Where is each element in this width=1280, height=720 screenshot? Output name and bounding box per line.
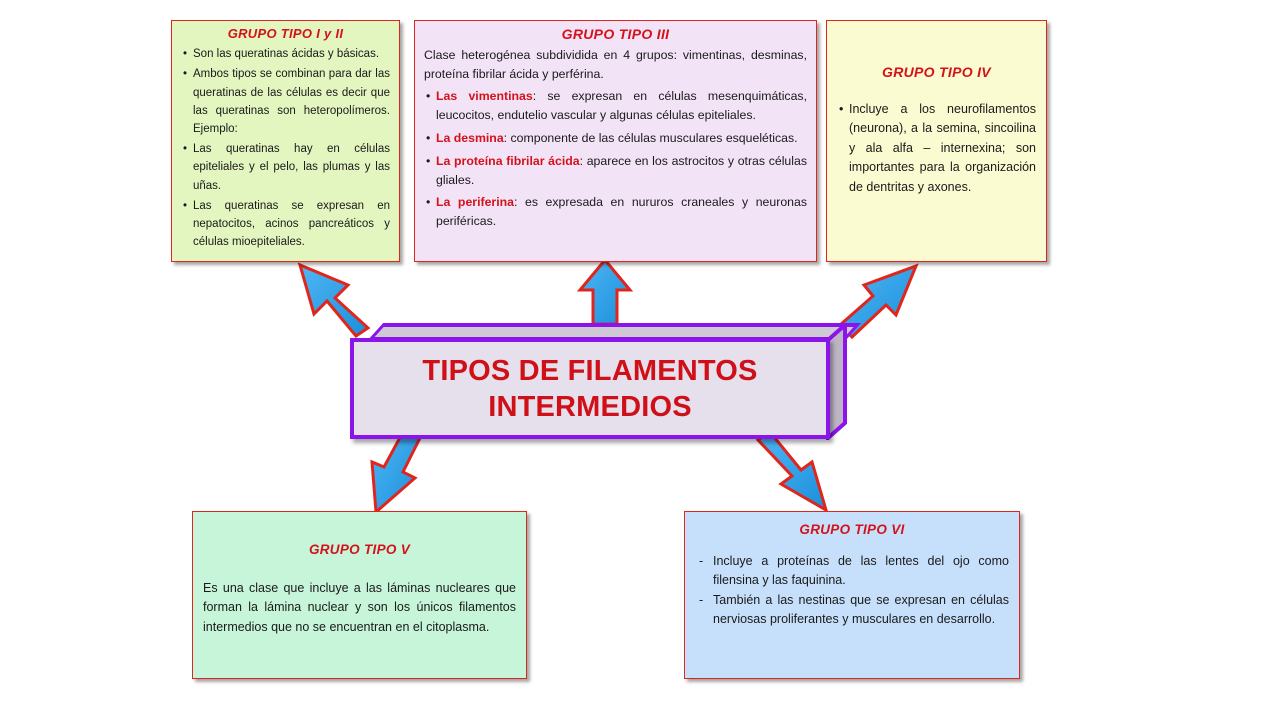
arrow-to-group-3 <box>576 257 634 326</box>
list-item-text: : se expresan en células mesenquimáticas… <box>436 89 807 123</box>
group-type-6-title: GRUPO TIPO VI <box>799 522 905 537</box>
center-title: TIPOS DE FILAMENTOS INTERMEDIOS <box>422 353 757 425</box>
list-item: Son las queratinas ácidas y básicas. <box>181 45 390 63</box>
arrow-to-group-4 <box>837 263 919 340</box>
group-type-1-2-title: GRUPO TIPO I y II <box>227 26 344 41</box>
list-item: Incluye a proteínas de las lentes del oj… <box>695 552 1009 591</box>
list-item: Ambos tipos se combinan para dar las que… <box>181 65 390 138</box>
list-item: La desmina: componente de las células mu… <box>424 129 807 148</box>
list-item: También a las nestinas que se expresan e… <box>695 591 1009 630</box>
group-type-4-list: Incluye a los neurofilamentos (neurona),… <box>837 100 1036 198</box>
list-item: Las queratinas se expresan en nepatocito… <box>181 197 390 252</box>
list-item: Las queratinas hay en células epiteliale… <box>181 140 390 195</box>
group-type-6-box: GRUPO TIPO VI Incluye a proteínas de las… <box>684 511 1020 679</box>
group-type-3-title: GRUPO TIPO III <box>561 26 670 42</box>
list-item-text: : es expresada en nururos craneales y ne… <box>436 195 807 229</box>
arrow-to-group-5 <box>370 430 423 516</box>
group-type-1-2-box: GRUPO TIPO I y II Son las queratinas áci… <box>171 20 400 262</box>
group-type-5-text: Es una clase que incluye a las láminas n… <box>203 580 516 634</box>
list-item-term: La periferina <box>436 195 514 210</box>
list-item: La proteína fibrilar ácida: aparece en l… <box>424 152 807 190</box>
group-type-6-list: Incluye a proteínas de las lentes del oj… <box>695 552 1009 630</box>
group-type-3-intro: Clase heterogénea subdividida en 4 grupo… <box>424 47 807 81</box>
group-type-5-title: GRUPO TIPO V <box>308 542 411 557</box>
list-item-term: Las vimentinas <box>436 89 533 104</box>
arrow-to-group-1-2 <box>297 262 371 338</box>
group-type-1-2-list: Son las queratinas ácidas y básicas. Amb… <box>181 45 390 251</box>
list-item: La periferina: es expresada en nururos c… <box>424 193 807 231</box>
group-type-4-title: GRUPO TIPO IV <box>882 64 991 80</box>
center-title-block: TIPOS DE FILAMENTOS INTERMEDIOS <box>350 338 830 439</box>
group-type-5-box: GRUPO TIPO V Es una clase que incluye a … <box>192 511 527 679</box>
center-title-line-1: TIPOS DE FILAMENTOS <box>422 354 758 387</box>
center-title-line-2: INTERMEDIOS <box>488 390 692 423</box>
group-type-3-box: GRUPO TIPO III Clase heterogénea subdivi… <box>414 20 817 262</box>
list-item-text: : aparece en los astrocitos y otras célu… <box>436 153 807 187</box>
list-item-text: : componente de las células musculares e… <box>503 130 798 145</box>
group-type-4-box: GRUPO TIPO IV Incluye a los neurofilamen… <box>826 20 1047 262</box>
list-item-term: La desmina <box>436 130 504 145</box>
list-item-term: La proteína fibrilar ácida <box>436 153 580 168</box>
arrow-to-group-6 <box>755 429 829 514</box>
group-type-3-list: Las vimentinas: se expresan en células m… <box>424 87 807 231</box>
list-item: Incluye a los neurofilamentos (neurona),… <box>837 100 1036 198</box>
list-item: Las vimentinas: se expresan en células m… <box>424 87 807 125</box>
